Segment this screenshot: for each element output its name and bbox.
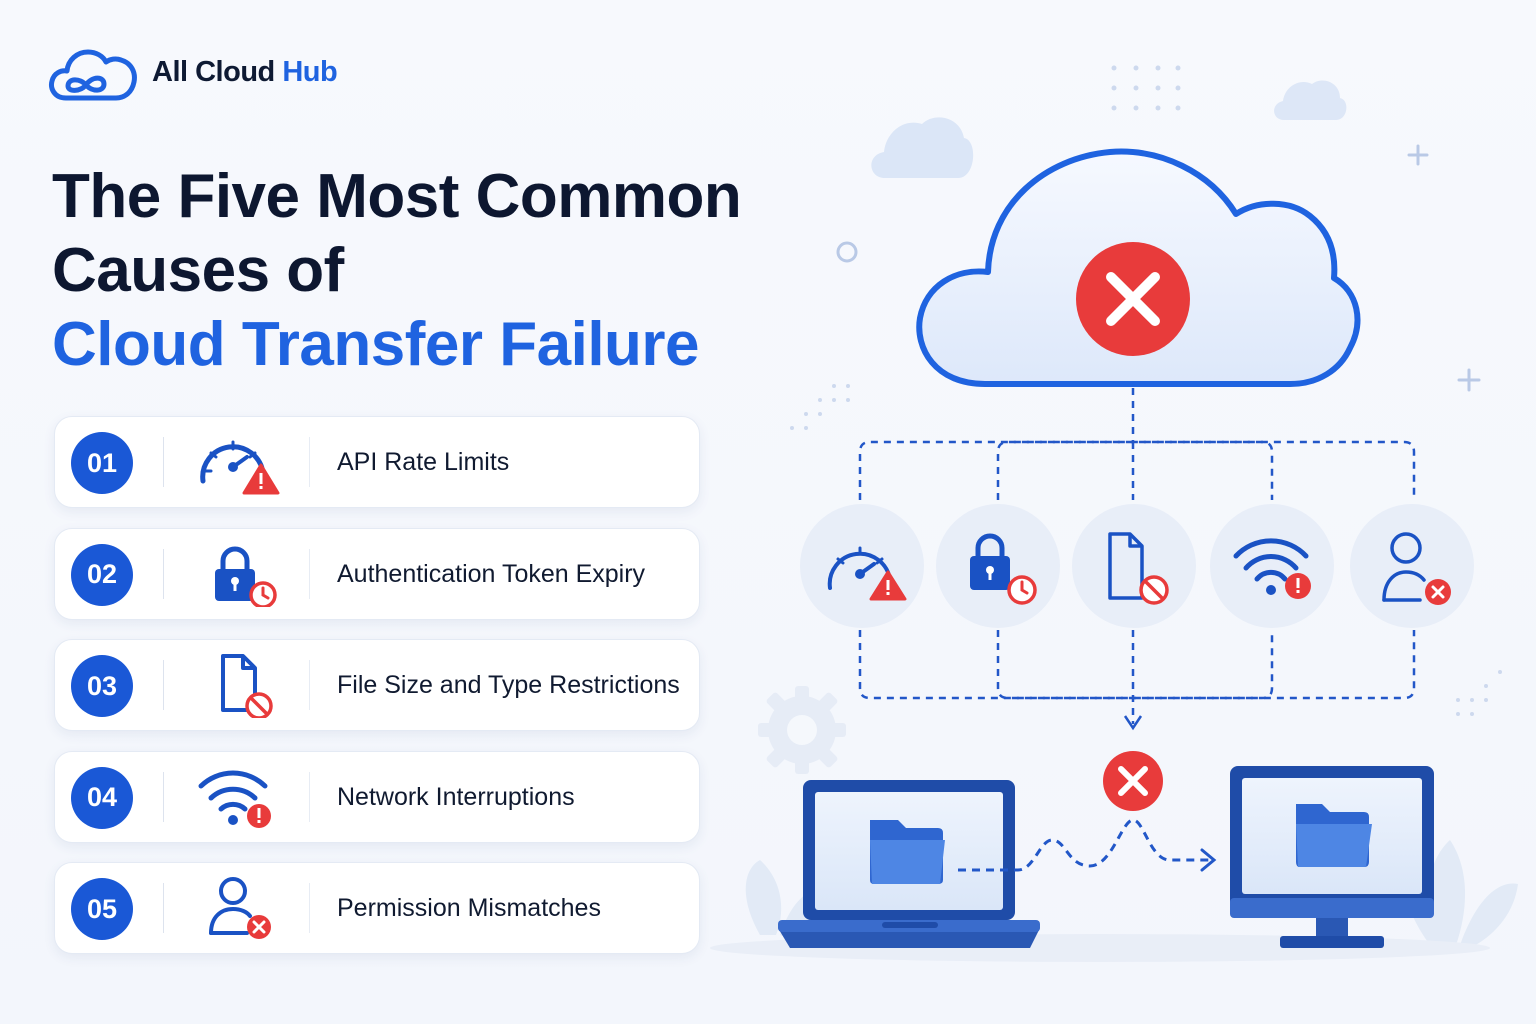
decorative-dots	[790, 65, 1502, 716]
cause-circles	[800, 504, 1474, 628]
page-title: The Five Most Common Causes of Cloud Tra…	[52, 160, 742, 382]
brand-logo[interactable]: All Cloud Hub	[48, 40, 338, 104]
file-blocked-icon	[1108, 532, 1169, 605]
lock-clock-icon	[970, 533, 1037, 605]
cause-label: API Rate Limits	[337, 448, 510, 476]
small-cloud-decoration	[1274, 80, 1347, 120]
circle-network	[1210, 504, 1334, 628]
cause-label: Network Interruptions	[337, 782, 575, 811]
circle-permission	[1350, 504, 1474, 628]
divider	[163, 771, 164, 822]
cause-number: 04	[71, 766, 133, 829]
speedometer-warning-icon	[200, 440, 280, 495]
cause-number: 03	[71, 655, 133, 717]
transfer-path	[958, 818, 1212, 872]
wifi-error-icon	[198, 770, 271, 828]
cause-card-3[interactable]: 03 File Size and Type Restrictions	[54, 639, 700, 731]
ring-decoration	[836, 241, 858, 263]
lock-clock-icon	[215, 546, 277, 607]
plus-decoration	[1407, 144, 1481, 392]
cause-label: Permission Mismatches	[337, 894, 601, 922]
cause-card-2[interactable]: 02 Authentication Token Expiry	[54, 527, 700, 620]
divider	[309, 883, 310, 933]
connector-lines	[858, 388, 1416, 724]
user-denied-icon	[209, 877, 271, 939]
title-line-3: Cloud Transfer Failure	[52, 310, 700, 379]
cause-number: 01	[71, 432, 133, 494]
divider	[309, 771, 310, 822]
small-cloud-decoration	[871, 117, 974, 178]
cause-number: 05	[71, 878, 133, 940]
cause-card-4[interactable]: 04 Network Interruptions	[54, 750, 700, 843]
cloud-infinity-icon	[49, 49, 137, 101]
divider	[309, 437, 310, 487]
cause-card-5[interactable]: 05 Permission Mismatches	[54, 862, 700, 954]
user-denied-icon	[1382, 532, 1451, 605]
wifi-error-icon	[1233, 538, 1311, 599]
cause-number: 02	[71, 543, 133, 606]
divider	[163, 660, 164, 710]
divider	[309, 660, 310, 710]
title-line-2: Causes of	[52, 236, 344, 305]
circle-file-size	[1072, 504, 1196, 628]
divider	[163, 548, 164, 599]
causes-list: 01 API Rate Limits 02 Authentication Tok…	[54, 416, 700, 974]
folder-icon	[1296, 804, 1372, 867]
circle-api-rate	[800, 504, 924, 628]
divider	[163, 437, 164, 487]
speedometer-warning-icon	[827, 546, 907, 601]
folder-icon	[870, 820, 945, 884]
cause-card-1[interactable]: 01 API Rate Limits	[54, 416, 700, 508]
brand-name-accent: Hub	[282, 55, 338, 88]
title-line-1: The Five Most Common	[52, 162, 742, 231]
divider	[163, 883, 164, 933]
file-blocked-icon	[221, 654, 273, 718]
cause-label: File Size and Type Restrictions	[337, 671, 680, 699]
cause-label: Authentication Token Expiry	[337, 559, 646, 588]
brand-name: All Cloud	[152, 55, 283, 88]
divider	[309, 548, 310, 599]
